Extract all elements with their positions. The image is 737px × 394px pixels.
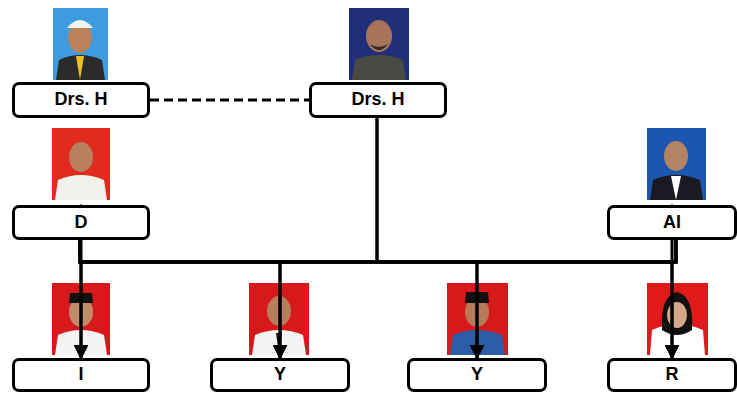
name-box: Drs. H <box>309 82 447 118</box>
solid-connector <box>477 240 676 358</box>
solid-connector <box>280 240 676 358</box>
name-box: I <box>12 358 150 392</box>
person-name: Al <box>663 213 681 233</box>
portrait-photo <box>647 128 706 200</box>
portrait-photo <box>53 8 108 80</box>
person-name: Y <box>274 365 286 385</box>
person-name: Drs. H <box>54 90 107 110</box>
person-name: Drs. H <box>351 90 404 110</box>
solid-connector <box>81 240 676 358</box>
name-box: Y <box>407 358 547 392</box>
portrait-photo <box>52 128 110 200</box>
solid-connector <box>672 240 676 358</box>
name-box: D <box>12 205 150 240</box>
name-box: Y <box>210 358 350 392</box>
solid-connector <box>81 118 377 262</box>
solid-connector <box>377 118 672 262</box>
solid-connector <box>80 240 280 358</box>
name-box: R <box>607 358 737 392</box>
person-name: D <box>75 213 88 233</box>
dashed-connector <box>150 99 309 102</box>
portrait-photo <box>647 283 708 355</box>
name-box: Al <box>607 205 737 240</box>
person-name: Y <box>471 365 483 385</box>
portrait-photo <box>349 8 409 80</box>
name-box: Drs. H <box>12 82 150 118</box>
solid-connector <box>80 240 672 358</box>
person-name: I <box>78 365 83 385</box>
person-name: R <box>666 365 679 385</box>
